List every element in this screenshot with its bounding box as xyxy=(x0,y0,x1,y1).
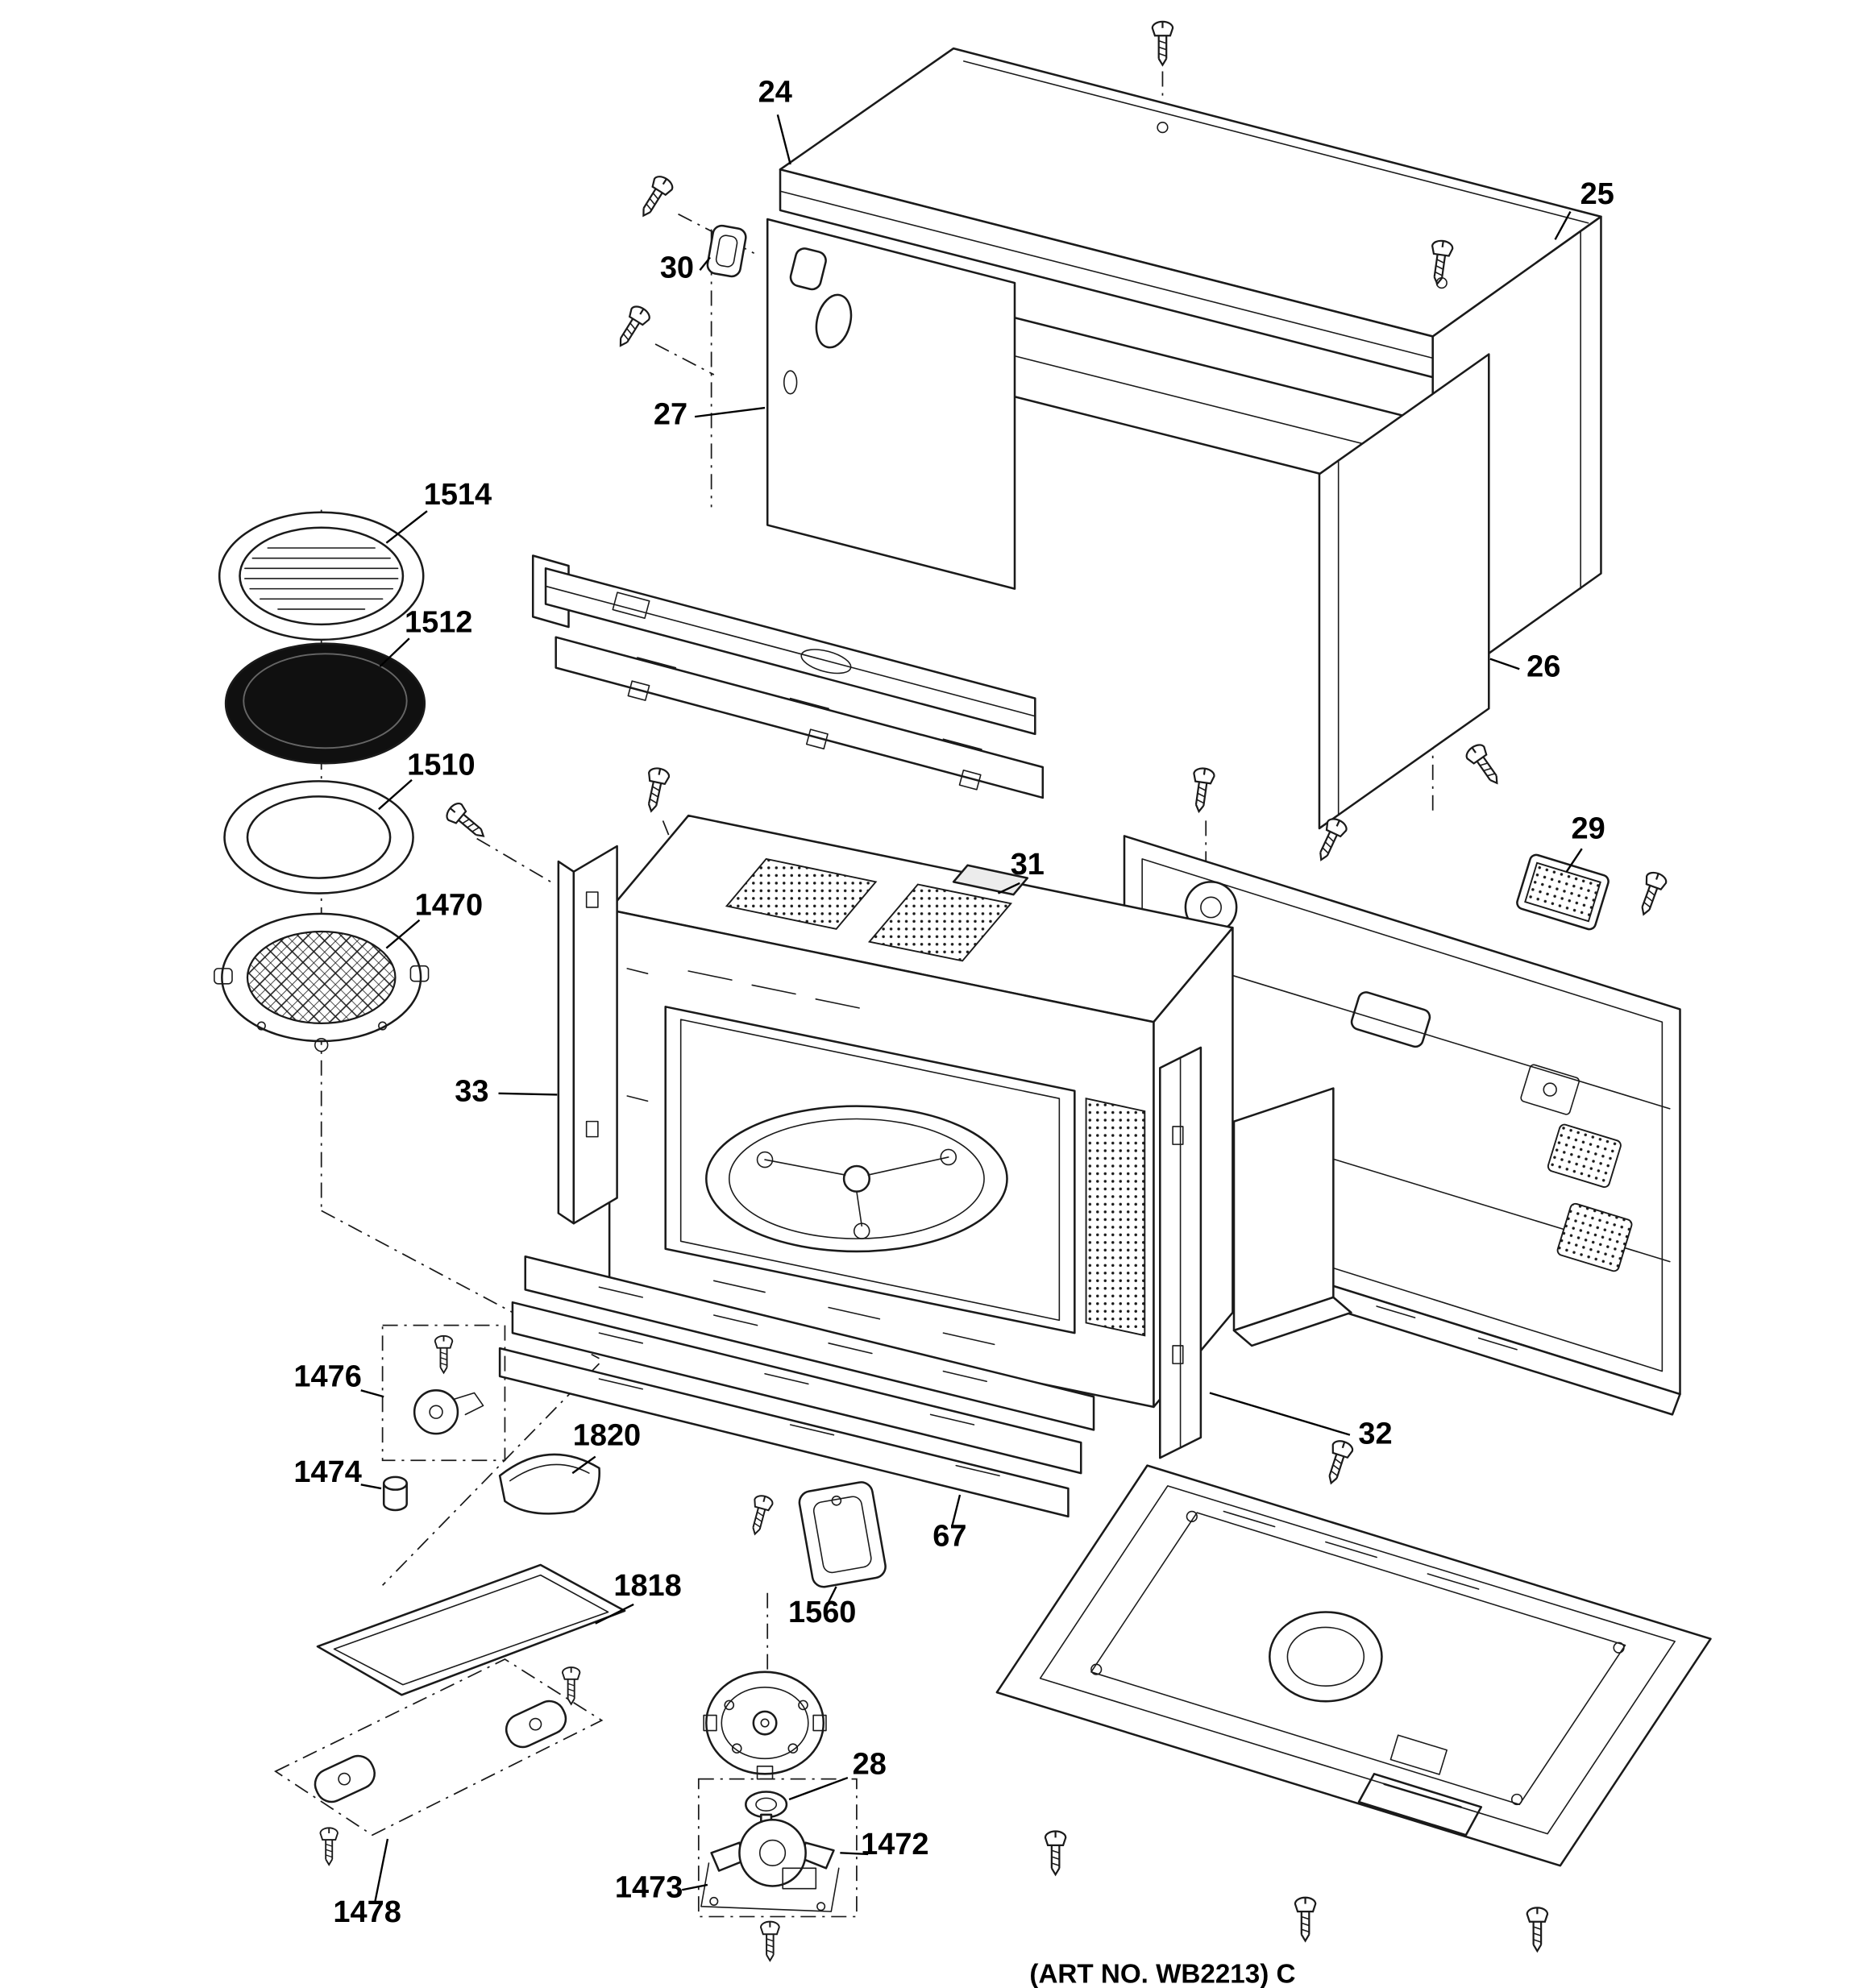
part-67-trim-rails xyxy=(498,1255,1095,1518)
callout-1514: 1514 xyxy=(424,478,492,512)
part-32-channel xyxy=(1159,1046,1202,1459)
part-1820-lens xyxy=(498,1453,600,1515)
callout-1472: 1472 xyxy=(861,1828,928,1861)
callout-31: 31 xyxy=(1011,848,1045,882)
callout-27: 27 xyxy=(654,398,687,432)
callout-1474: 1474 xyxy=(293,1455,361,1489)
leader-lines xyxy=(360,114,1583,1903)
callout-1473: 1473 xyxy=(615,1871,683,1905)
callout-1510: 1510 xyxy=(407,748,475,782)
callout-25: 25 xyxy=(1580,177,1614,211)
callout-1476: 1476 xyxy=(293,1360,361,1394)
callout-30: 30 xyxy=(660,251,694,285)
callout-32: 32 xyxy=(1358,1417,1392,1451)
callout-1478: 1478 xyxy=(333,1895,401,1929)
callout-33: 33 xyxy=(455,1074,488,1108)
duct-spacer xyxy=(1232,1087,1352,1347)
part-26-side-panel xyxy=(1318,353,1490,830)
callouts: 24 25 30 27 26 1514 1512 1510 1470 29 31… xyxy=(293,76,1614,1929)
callout-1818: 1818 xyxy=(613,1569,681,1603)
callout-24: 24 xyxy=(758,76,792,110)
callout-26: 26 xyxy=(1526,650,1560,684)
part-28-stirrer xyxy=(703,1671,827,1819)
mounting-rail xyxy=(531,554,1045,799)
part-33-bracket xyxy=(557,845,618,1225)
base-plate xyxy=(995,1464,1712,1867)
part-30-gasket xyxy=(706,224,747,278)
art-number: (ART NO. WB2213) C xyxy=(1029,1960,1295,1988)
part-1512-tray xyxy=(224,642,426,765)
part-1560-cover xyxy=(798,1481,887,1588)
callout-1470: 1470 xyxy=(415,888,483,922)
part-1470-turntable-support xyxy=(214,912,430,1052)
callout-1512: 1512 xyxy=(405,605,472,639)
part-1510-ring xyxy=(223,780,414,894)
part-1478-frame xyxy=(274,1658,604,1837)
part-1472-motor xyxy=(710,1813,835,1890)
part-27-side-panel xyxy=(766,218,1016,590)
part-1476-bracket xyxy=(381,1324,506,1462)
part-1474-foot xyxy=(382,1475,408,1512)
callout-29: 29 xyxy=(1572,812,1605,846)
part-1818-shelf xyxy=(316,1563,626,1696)
case-assembly-25 xyxy=(779,47,1602,695)
callout-67: 67 xyxy=(932,1519,966,1553)
part-29-vent-grille xyxy=(1516,853,1610,931)
motor-assembly-box xyxy=(697,1778,858,1918)
callout-1820: 1820 xyxy=(573,1418,641,1452)
callout-1560: 1560 xyxy=(788,1596,856,1629)
callout-28: 28 xyxy=(853,1747,887,1781)
part-1514-grill-cover xyxy=(218,511,425,641)
